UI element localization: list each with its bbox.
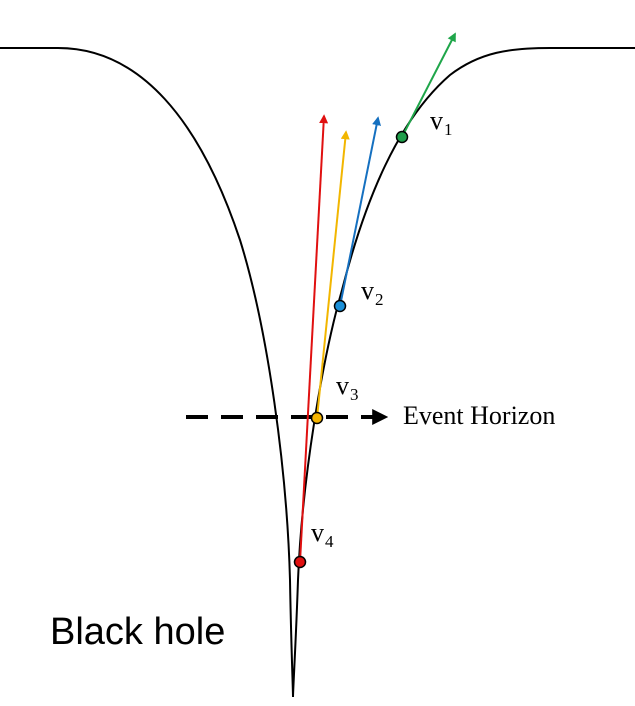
arrow-v3 (316, 130, 350, 419)
arrow-v4 (299, 114, 329, 563)
label-v3-base: v (336, 371, 349, 400)
particle-v1-dot (395, 130, 409, 144)
label-v3-sub: 3 (350, 385, 359, 404)
label-v2: v2 (361, 276, 384, 309)
event-horizon-label: Event Horizon (403, 401, 556, 430)
label-v4-sub: 4 (325, 532, 334, 551)
label-v3: v3 (336, 371, 359, 404)
arrow-v2 (339, 116, 381, 307)
particle-v4-dot (293, 555, 307, 569)
label-v4: v4 (311, 518, 334, 551)
label-v2-base: v (361, 276, 374, 305)
label-v1-sub: 1 (444, 120, 453, 139)
black-hole-label: Black hole (50, 611, 226, 653)
label-v1-base: v (430, 106, 443, 135)
label-v4-base: v (311, 518, 324, 547)
arrow-v1 (401, 32, 456, 138)
particle-v3-dot (310, 411, 324, 425)
label-v2-sub: 2 (375, 290, 384, 309)
label-v1: v1 (430, 106, 453, 139)
gravity-well-curve (0, 47, 635, 698)
particle-v2-dot (333, 299, 347, 313)
